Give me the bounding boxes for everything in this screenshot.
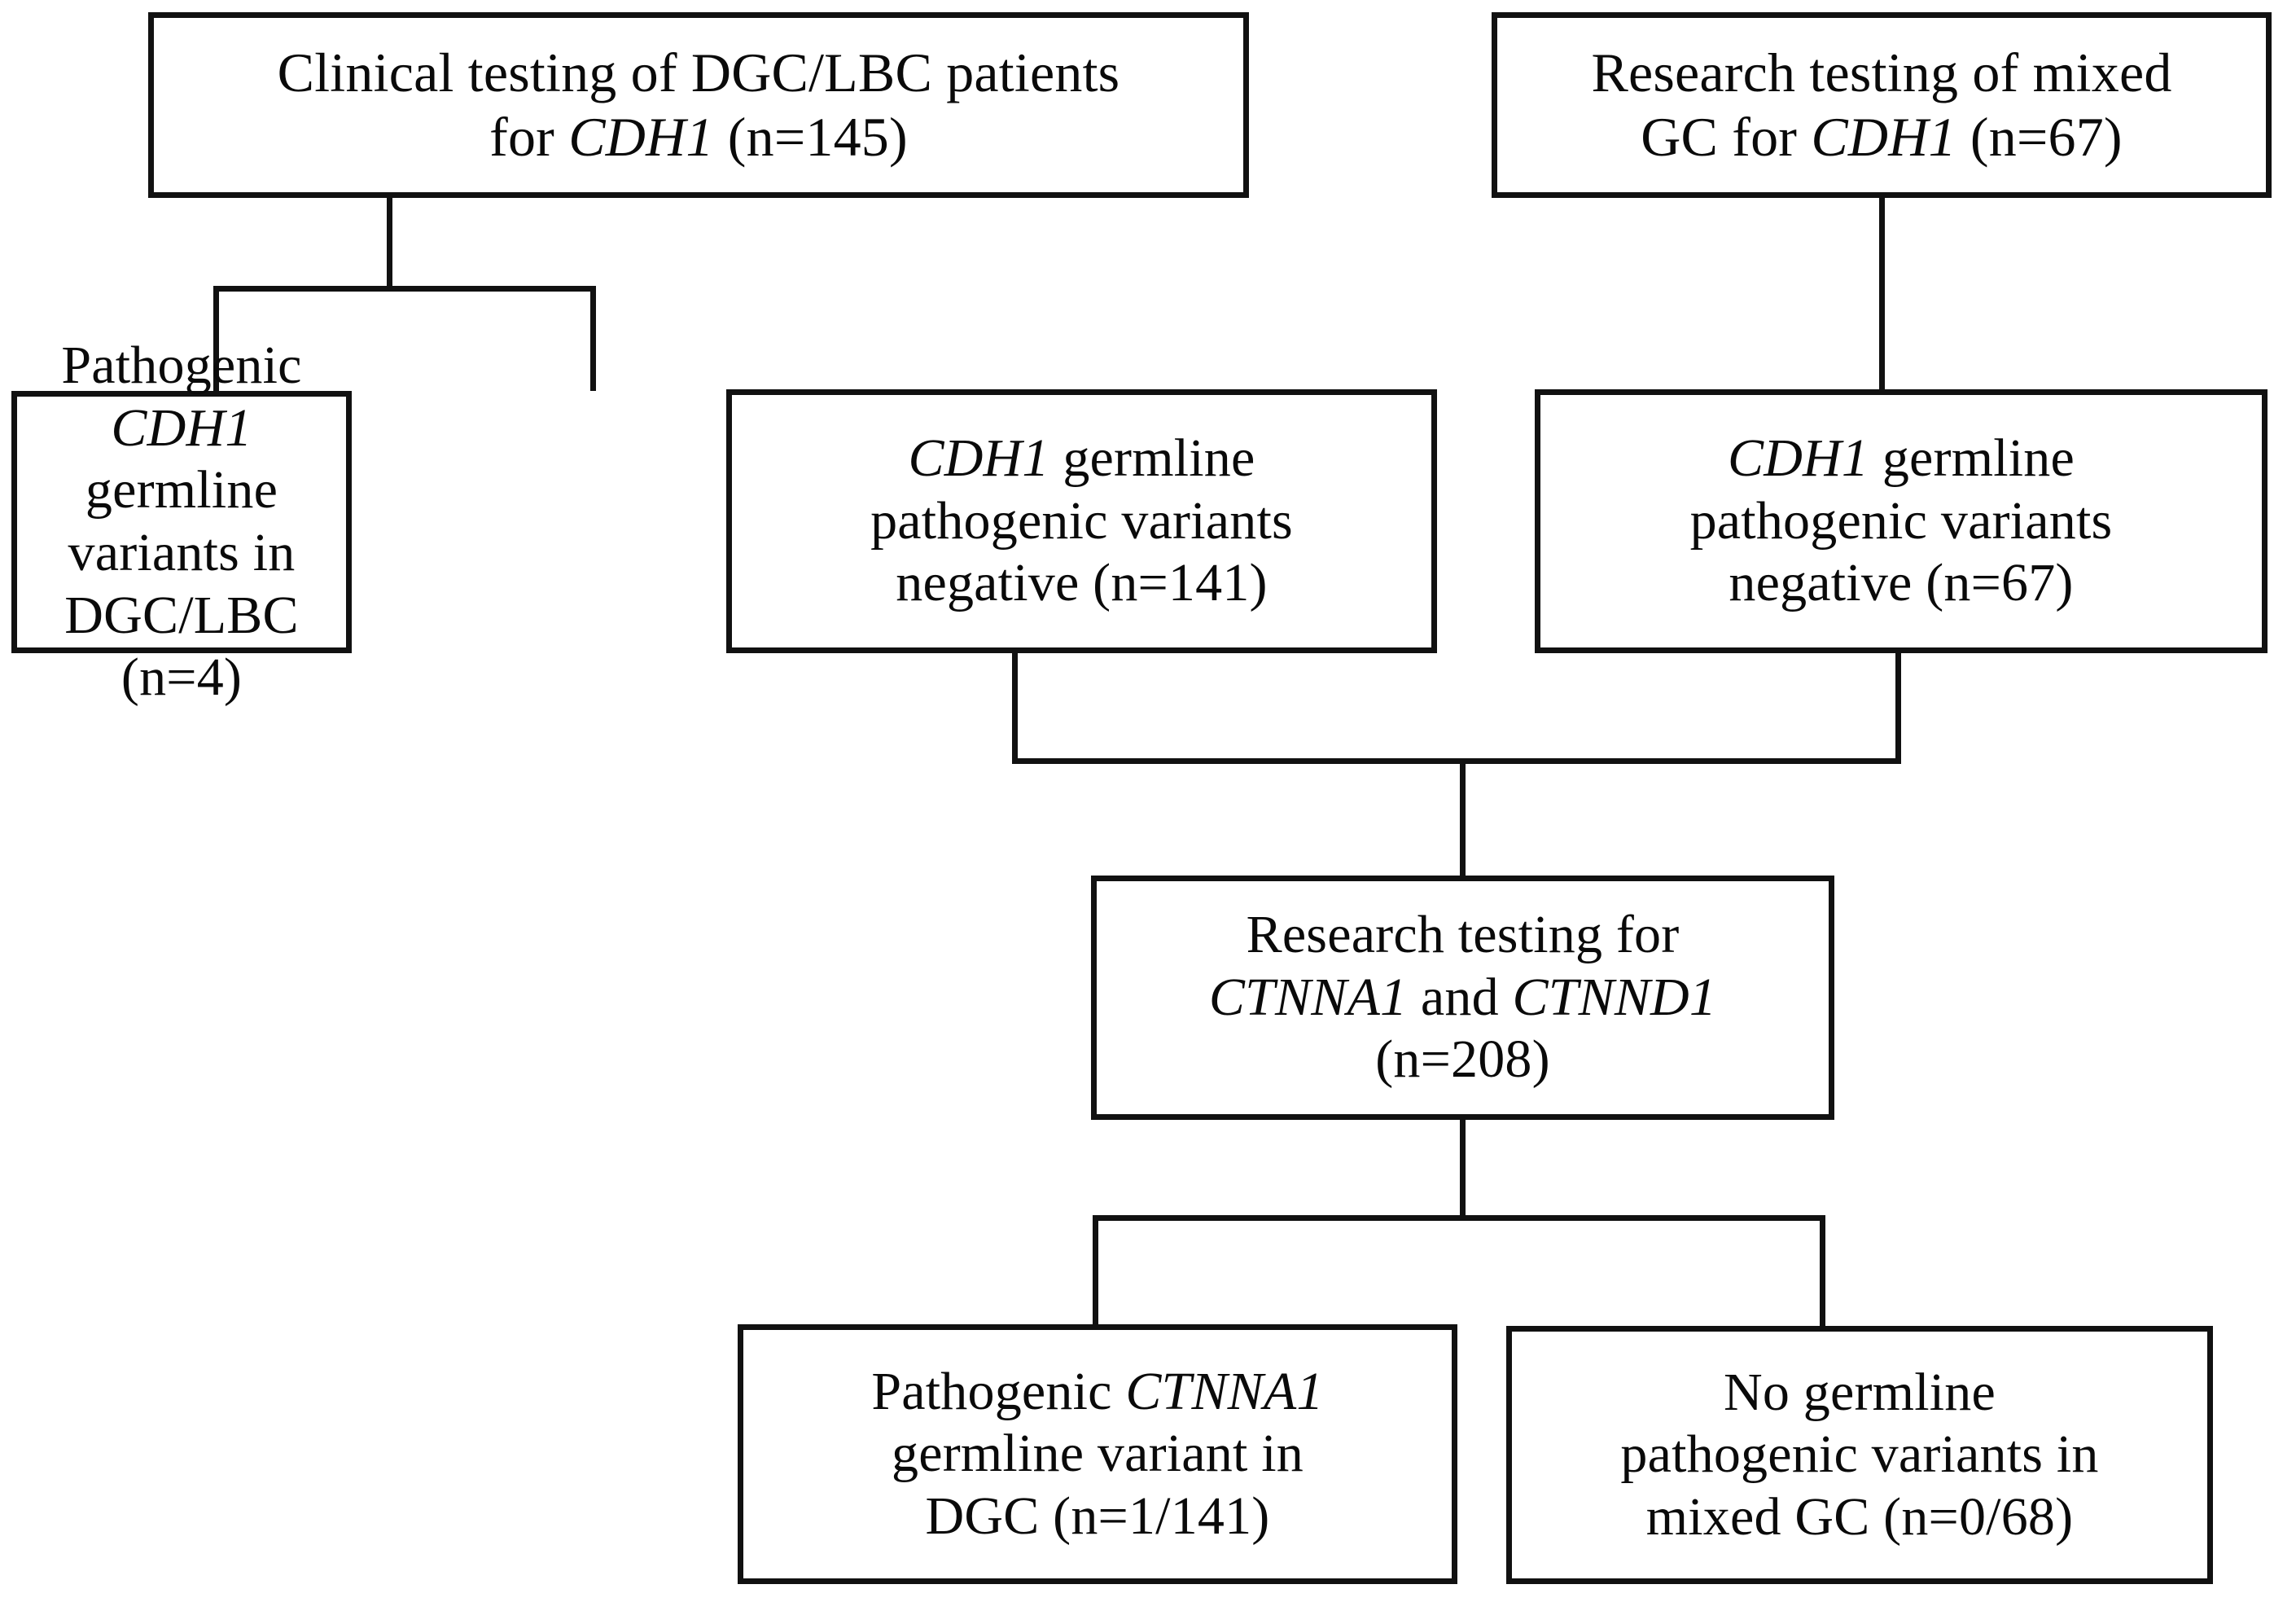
research-line1: Research testing for (1246, 905, 1680, 965)
edge-split-to-no-variants-drop (1820, 1215, 1825, 1326)
merge-bar-mid (1012, 758, 1901, 764)
pathctnna1-line3: DGC (n=1/141) (925, 1486, 1270, 1546)
edge-clinical-to-split-trunk (387, 195, 392, 292)
pathcdh1-line2: germline variants in (68, 460, 296, 582)
gene-cdh1: CDH1 (568, 106, 714, 168)
gene-cdh1: CDH1 (111, 397, 252, 458)
cdh1neg67-line2: pathogenic variants (1689, 490, 2113, 551)
mixedgc-line1: Research testing of mixed (1591, 42, 2172, 104)
mixedgc-line2-prefix: GC for (1641, 106, 1812, 168)
cdh1neg141-line3: negative (n=141) (896, 553, 1268, 613)
novariants-line2: pathogenic variants in (1620, 1424, 2099, 1485)
clinical-line2-suffix: (n=145) (713, 106, 908, 168)
research-line2-mid: and (1407, 967, 1513, 1027)
edge-split-to-pathogenic-cdh1-drop (213, 286, 219, 391)
cdh1neg67-line3: negative (n=67) (1729, 553, 2074, 613)
edge-split-to-cdh1-neg-141-drop (590, 286, 596, 391)
novariants-line1: No germline (1724, 1362, 1996, 1422)
novariants-line3: mixed GC (n=0/68) (1645, 1486, 2074, 1547)
mixedgc-line2-suffix: (n=67) (1956, 106, 2123, 168)
gene-cdh1: CDH1 (1727, 428, 1869, 489)
gene-cdh1: CDH1 (908, 428, 1049, 489)
split-bar-top (213, 286, 596, 292)
gene-ctnna1: CTNNA1 (1125, 1361, 1324, 1421)
gene-cdh1: CDH1 (1811, 106, 1956, 168)
edge-mixed-gc-to-cdh1-neg-67 (1879, 195, 1885, 391)
edge-research-to-split-bottom-trunk (1460, 1118, 1466, 1220)
pathcdh1-line3: DGC/LBC (n=4) (64, 585, 299, 708)
edge-split-to-ctnna1-dgc-drop (1093, 1215, 1098, 1326)
clinical-line1: Clinical testing of DGC/LBC patients (277, 42, 1120, 104)
pathcdh1-line1-prefix: Pathogenic (61, 336, 302, 396)
pathctnna1-line1-prefix: Pathogenic (871, 1361, 1126, 1421)
edge-cdh1-neg-67-to-merge-drop (1895, 652, 1901, 764)
research-line3: (n=208) (1375, 1029, 1550, 1090)
pathctnna1-line2: germline variant in (892, 1424, 1304, 1484)
split-bar-bottom (1093, 1215, 1825, 1221)
gene-ctnna1: CTNNA1 (1208, 967, 1408, 1027)
cdh1neg67-line1-suffix: germline (1869, 428, 2075, 489)
cdh1neg141-line2: pathogenic variants (870, 490, 1293, 551)
cdh1neg141-line1-suffix: germline (1049, 428, 1255, 489)
edge-cdh1-neg-141-to-merge-drop (1012, 652, 1018, 764)
gene-ctnnd1: CTNND1 (1512, 967, 1717, 1027)
edge-merge-to-research-ctnna1-trunk (1460, 758, 1466, 877)
clinical-line2-prefix: for (489, 106, 569, 168)
